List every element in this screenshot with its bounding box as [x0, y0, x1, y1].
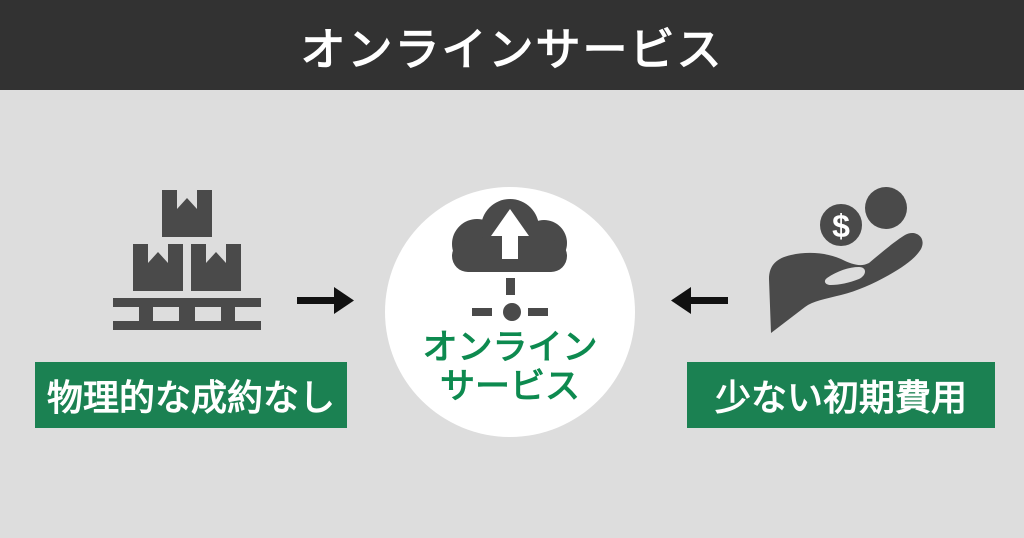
page-title: オンラインサービス — [300, 23, 724, 75]
header-bar: オンラインサービス — [0, 0, 1024, 90]
cloud-upload-network-icon — [452, 199, 567, 321]
dollar-sign: $ — [832, 208, 850, 244]
hand-receiving-money-icon: $ — [769, 187, 923, 333]
right-benefit-label: 少ない初期費用 — [714, 377, 967, 418]
coin-front-icon — [814, 198, 868, 252]
left-benefit-box: 物理的な成約なし — [35, 362, 347, 428]
pallet-boxes-icon — [113, 190, 261, 330]
coin-back-icon — [865, 187, 907, 229]
right-benefit-box: 少ない初期費用 — [687, 362, 995, 428]
left-arrow-icon — [671, 287, 728, 314]
left-benefit-label: 物理的な成約なし — [46, 377, 335, 418]
center-label-line1: オンライン — [422, 328, 598, 367]
center-label-line2: サービス — [439, 367, 580, 406]
center-label: オンライン サービス — [385, 328, 635, 406]
hand-shape — [769, 232, 923, 333]
right-arrow-icon — [297, 287, 354, 314]
